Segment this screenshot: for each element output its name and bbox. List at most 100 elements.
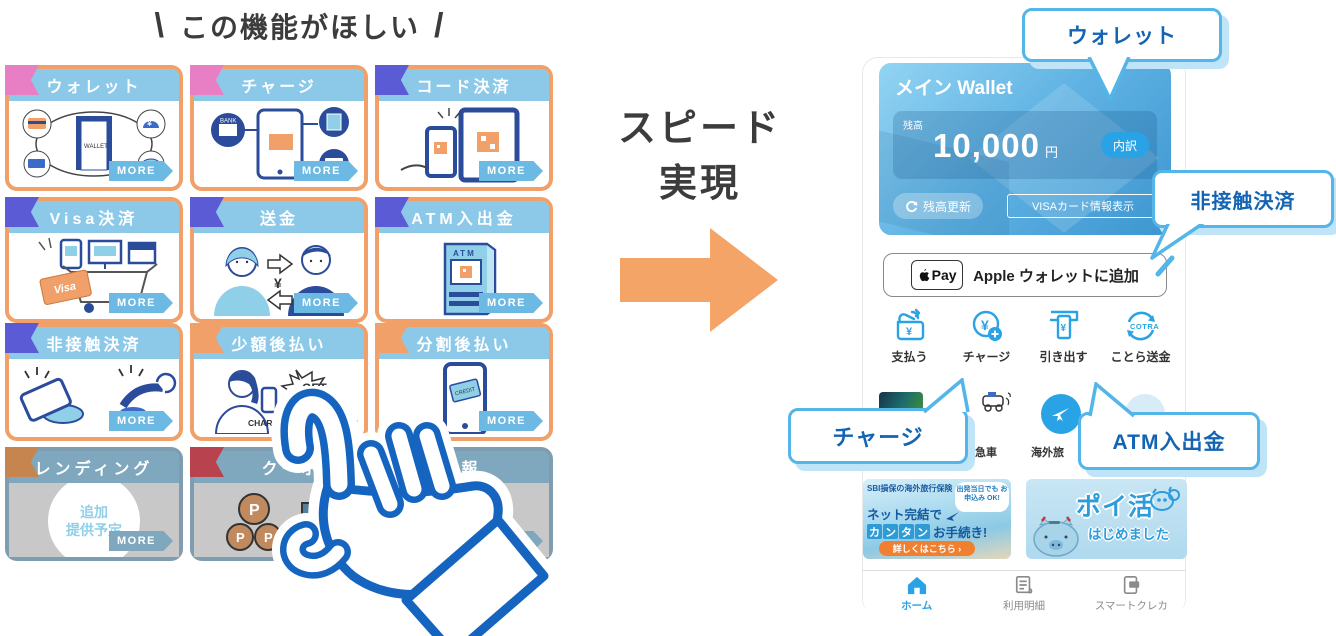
more-button: MORE bbox=[109, 531, 173, 551]
svg-text:COTRA: COTRA bbox=[1130, 322, 1159, 331]
overseas-travel-icon[interactable] bbox=[1041, 394, 1081, 434]
card-title: 送金 bbox=[194, 201, 364, 233]
card-title: コード決済 bbox=[379, 69, 549, 101]
sbi-banner-cta-button[interactable]: 詳しくはこちら › bbox=[879, 541, 975, 556]
svg-text:P: P bbox=[236, 530, 245, 545]
apple-pay-label: Apple ウォレットに追加 bbox=[973, 267, 1139, 285]
feature-card-wallet[interactable]: ウォレット WALLET ¥ MORE bbox=[5, 65, 183, 191]
sbi-banner-kantan: カ ン タ ン お手続き! bbox=[867, 524, 988, 540]
svg-text:P: P bbox=[264, 530, 273, 545]
cotra-icon: COTRA bbox=[1126, 311, 1159, 341]
nav-home[interactable]: ホーム bbox=[863, 571, 970, 616]
feature-card-lending: レンディング 追加 提供予定 MORE bbox=[5, 447, 183, 561]
charge-icon: ¥ bbox=[972, 310, 1002, 341]
withdraw-icon: ¥ bbox=[1049, 310, 1078, 340]
svg-text:¥: ¥ bbox=[146, 118, 153, 128]
card-title: 少額後払い bbox=[194, 327, 364, 359]
svg-text:¥: ¥ bbox=[274, 275, 282, 291]
callout-contactless: 非接触決済 bbox=[1152, 170, 1334, 228]
sbi-banner-line1: ネット完結で bbox=[867, 504, 960, 523]
transition-headline: スピード 実現 bbox=[617, 108, 782, 206]
svg-text:ATM: ATM bbox=[453, 249, 476, 258]
more-button[interactable]: MORE bbox=[479, 293, 543, 313]
statement-icon bbox=[1015, 575, 1033, 594]
svg-text:CHARGE!: CHARGE! bbox=[248, 418, 288, 428]
more-button[interactable]: MORE bbox=[109, 161, 173, 181]
refresh-icon bbox=[906, 200, 918, 212]
svg-text:WALLET: WALLET bbox=[84, 144, 108, 150]
card-title: チャージ bbox=[194, 69, 364, 101]
pay-wallet-icon: ¥ bbox=[896, 308, 924, 341]
more-button[interactable]: MORE bbox=[294, 293, 358, 313]
page-title: この機能がほしい bbox=[179, 12, 420, 43]
smart-card-icon bbox=[1124, 575, 1140, 594]
nav-statement[interactable]: 利用明細 bbox=[970, 571, 1077, 616]
installments-illustration: CREDIT bbox=[379, 359, 549, 437]
feature-card-visa-pay[interactable]: Visa決済 Visa MORE bbox=[5, 197, 183, 323]
quick-action-cotra[interactable]: COTRA ことら送金 bbox=[1102, 308, 1179, 374]
right-arrow-icon bbox=[620, 228, 778, 332]
feature-card-contactless[interactable]: 非接触決済 MORE bbox=[5, 323, 183, 441]
poikatsu-subtitle: はじめました bbox=[1088, 527, 1169, 542]
svg-text:CREDIT: CREDIT bbox=[455, 386, 477, 397]
poikatsu-banner[interactable]: ポイ活 はじめました bbox=[1026, 479, 1187, 559]
left-section-title: \ この機能がほしい / bbox=[110, 6, 490, 46]
quick-action-charge[interactable]: ¥ チャージ bbox=[948, 308, 1025, 374]
feature-card-charge[interactable]: チャージ BANK MORE bbox=[190, 65, 368, 191]
sbi-insurance-banner[interactable]: SBI損保の海外旅行保険 出発当日でも お申込み OK! ネット完結で カ ン … bbox=[863, 479, 1011, 559]
more-button[interactable]: MORE bbox=[109, 411, 173, 431]
balance-label: 残高 bbox=[903, 121, 923, 132]
callout-atm-tail bbox=[1088, 382, 1136, 418]
card-title: Visa決済 bbox=[9, 201, 179, 233]
quick-action-withdraw[interactable]: ¥ 引き出す bbox=[1025, 308, 1102, 374]
visa-info-button[interactable]: VISAカード情報表示 bbox=[1007, 194, 1159, 218]
more-button[interactable]: MORE bbox=[479, 161, 543, 181]
svg-text:P: P bbox=[249, 502, 260, 519]
nav-smart-credit-card[interactable]: スマートクレカ bbox=[1078, 571, 1185, 616]
callout-charge-tail bbox=[922, 378, 970, 414]
visa-pay-illustration: Visa bbox=[9, 233, 179, 319]
code-pay-illustration bbox=[379, 101, 549, 187]
quick-action-pay[interactable]: ¥ 支払う bbox=[871, 308, 948, 374]
feature-card-atm[interactable]: ATM入出金 ATM MORE bbox=[375, 197, 553, 323]
balance-unit: 円 bbox=[1044, 145, 1059, 160]
svg-text:¥: ¥ bbox=[981, 317, 989, 333]
pig-doodle-icon bbox=[1150, 486, 1180, 511]
callout-wallet: ウォレット bbox=[1022, 8, 1222, 62]
feature-card-code-pay[interactable]: コード決済 MORE bbox=[375, 65, 553, 191]
feature-card-transfer[interactable]: 送金 ¥ MORE bbox=[190, 197, 368, 323]
breakdown-button[interactable]: 内訳 bbox=[1101, 132, 1149, 158]
apple-pay-button[interactable]: Pay Apple ウォレットに追加 bbox=[883, 253, 1167, 297]
card-title: 分割後払い bbox=[379, 327, 549, 359]
card-title: ウォレット bbox=[9, 69, 179, 101]
more-button[interactable]: MORE bbox=[479, 411, 543, 431]
card-title: 非接触決済 bbox=[9, 327, 179, 359]
home-icon bbox=[907, 576, 926, 594]
title-decor-right: / bbox=[434, 6, 446, 45]
apple-logo-icon bbox=[919, 269, 929, 282]
service-label-travel[interactable]: 海外旅 bbox=[1031, 447, 1064, 459]
sbi-banner-title: SBI損保の海外旅行保険 bbox=[867, 484, 953, 493]
service-label-car[interactable]: 急車 bbox=[975, 447, 997, 459]
card-title: レンディング bbox=[9, 451, 179, 483]
plane-icon bbox=[945, 511, 959, 521]
sbi-banner-burst: 出発当日でも お申込み OK! bbox=[955, 482, 1009, 512]
wallet-title: メイン Wallet bbox=[895, 78, 1013, 99]
quick-actions-row: ¥ 支払う ¥ チャージ ¥ 引き出す bbox=[871, 308, 1179, 374]
wallet-illustration: WALLET ¥ bbox=[9, 101, 179, 187]
more-button[interactable]: MORE bbox=[109, 293, 173, 313]
poikatsu-title: ポイ活 bbox=[1076, 493, 1155, 521]
tap-hand-cursor-icon bbox=[271, 386, 557, 636]
bottom-nav: ホーム 利用明細 スマートクレカ bbox=[863, 570, 1185, 616]
svg-text:¥: ¥ bbox=[1060, 323, 1066, 334]
more-button[interactable]: MORE bbox=[294, 161, 358, 181]
car-doodle-icon bbox=[982, 392, 1011, 412]
card-title: ATM入出金 bbox=[379, 201, 549, 233]
callout-wallet-tail bbox=[1087, 57, 1131, 104]
refresh-balance-button[interactable]: 残高更新 bbox=[893, 193, 984, 219]
